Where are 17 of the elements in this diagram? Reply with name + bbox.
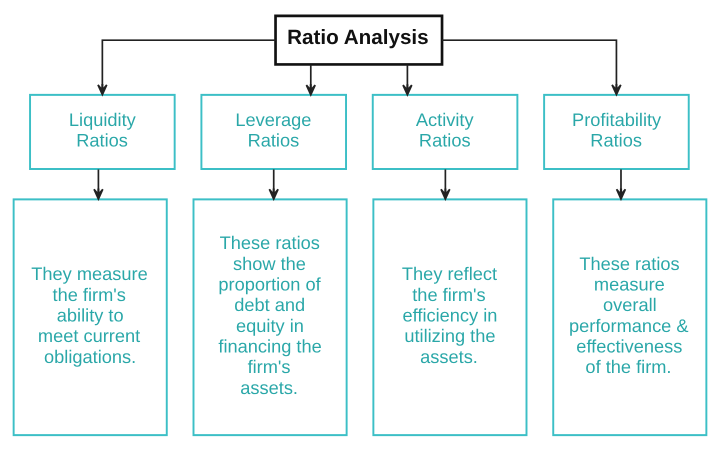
arrow bbox=[440, 169, 451, 200]
arrow bbox=[402, 64, 413, 96]
arrow bbox=[616, 169, 626, 200]
node-box: Activity Ratios bbox=[372, 94, 518, 170]
node-box: Leverage Ratios bbox=[200, 94, 347, 170]
node-box: Ratio Analysis bbox=[274, 14, 444, 66]
node-box: These ratios show the proportion of debt and equity in financing the firm's assets. bbox=[192, 198, 348, 436]
node-box: These ratios measure overall performance & effectiveness of the firm. bbox=[552, 198, 708, 436]
node-box: They reflect the firm's efficiency in utilizing the assets. bbox=[372, 198, 528, 436]
arrow bbox=[268, 169, 279, 200]
arrow bbox=[306, 64, 316, 96]
arrow bbox=[442, 39, 622, 96]
node-box: They measure the firm's ability to meet current obligations. bbox=[12, 198, 168, 436]
arrow bbox=[93, 169, 104, 200]
arrow bbox=[97, 39, 276, 96]
node-box: Liquidity Ratios bbox=[29, 94, 176, 170]
node-box: Profitability Ratios bbox=[543, 94, 690, 170]
